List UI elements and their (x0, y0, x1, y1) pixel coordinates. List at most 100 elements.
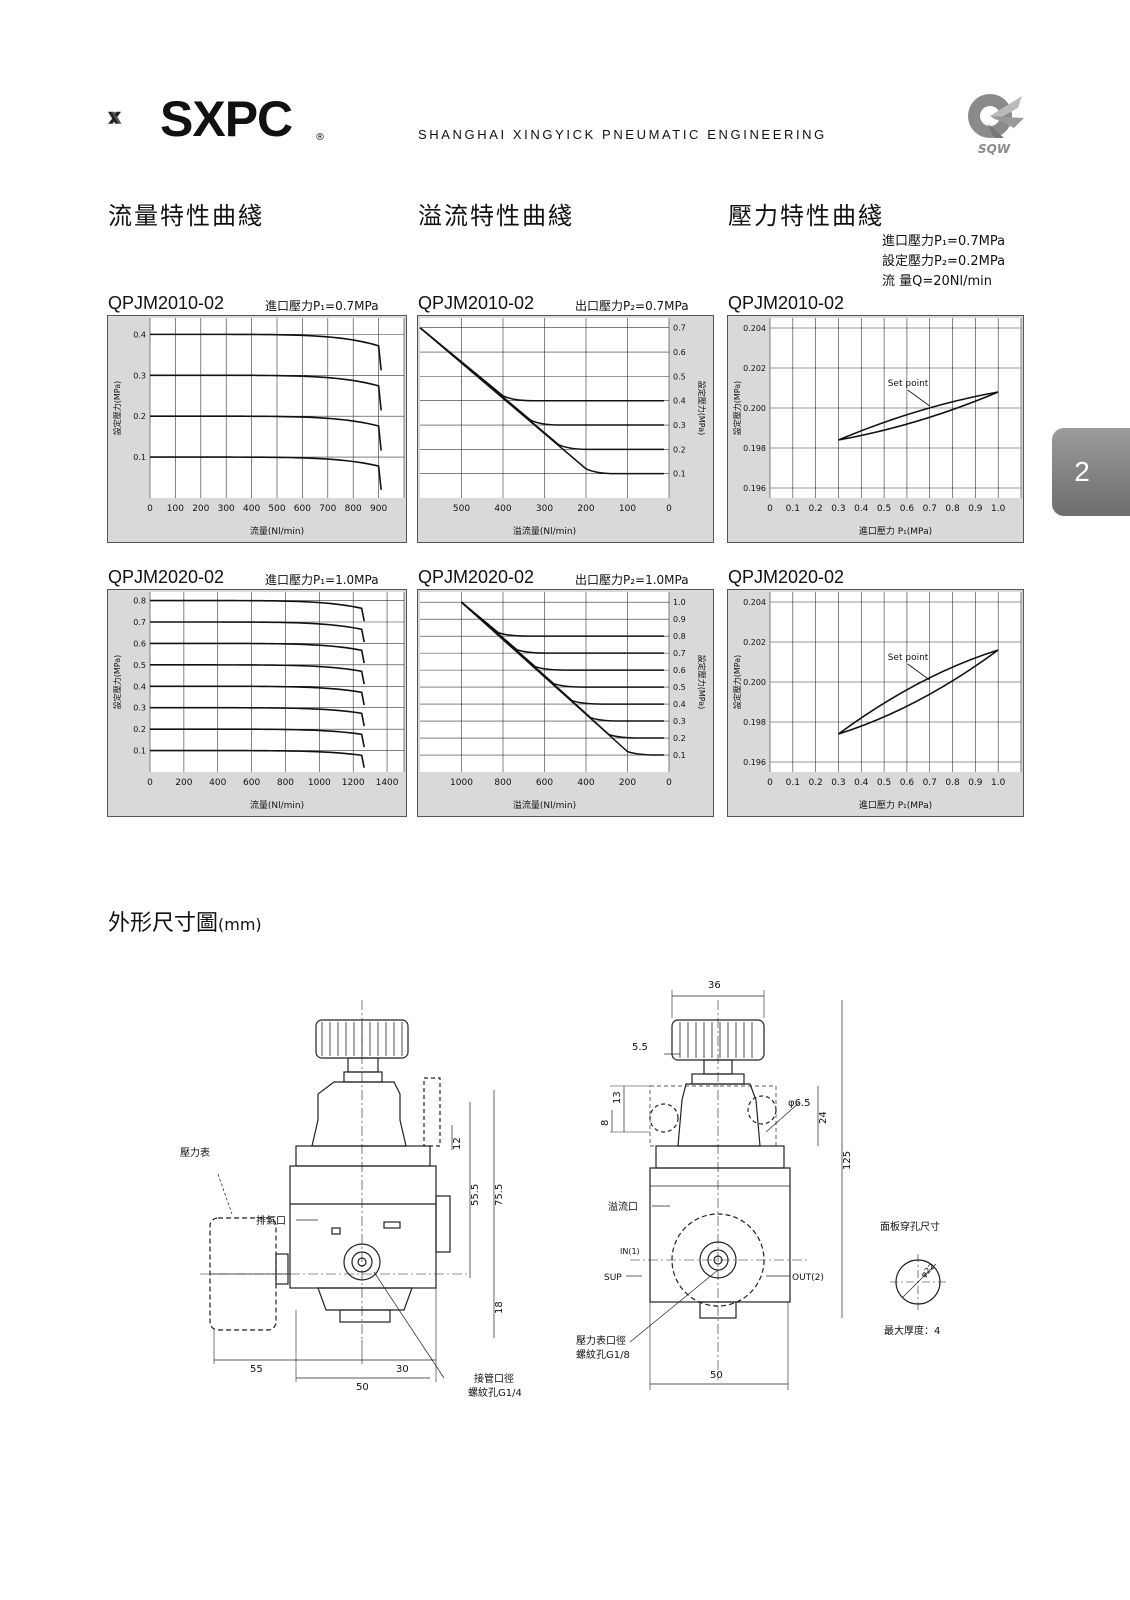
c4-flow-curve (150, 749, 365, 768)
c2-xtick-label: 500 (453, 504, 470, 514)
max-thickness-label: 最大厚度：4 (884, 1324, 940, 1337)
c1-xtick-label: 0 (147, 504, 153, 514)
c4-flow-curve (150, 642, 365, 664)
c5-ylabel: 設定壓力(MPa) (697, 655, 707, 710)
c3-xtick-label: 0.4 (854, 504, 869, 514)
c6-hysteresis-loop (837, 649, 999, 735)
c3-xtick-label: 0.3 (831, 504, 845, 514)
c4-flow-curve (150, 728, 365, 748)
c3-xlabel: 進口壓力 P₁(MPa) (859, 525, 932, 537)
c5-ytick-label: 0.1 (673, 751, 686, 760)
panel-hole-diameter: φ22 (919, 1262, 936, 1279)
c4-xlabel: 流量(Nl/min) (250, 799, 304, 811)
c1-ytick-label: 0.1 (133, 453, 146, 462)
c6-xtick-label: 0.3 (831, 778, 845, 788)
dim-36: 36 (708, 980, 721, 991)
dimension-title: 外形尺寸圖(mm) (108, 905, 262, 937)
c4-xtick-label: 1400 (376, 778, 399, 788)
c5-xlabel: 溢流量(Nl/min) (513, 799, 576, 811)
pressure-characteristic-title: 壓力特性曲綫 (728, 202, 884, 230)
c3-hysteresis-loop (838, 391, 999, 441)
c1-flow-curve (150, 374, 382, 411)
c2-xtick-label: 400 (494, 504, 511, 514)
c5-ytick-label: 1.0 (673, 598, 686, 607)
chart4-condition: 進口壓力P₁=1.0MPa (265, 573, 379, 587)
c3-xtick-label: 0.2 (808, 504, 822, 514)
c3-ylabel: 設定壓力(MPa) (732, 381, 742, 436)
c6-xtick-label: 0.9 (968, 778, 983, 788)
c4-flow-curve (150, 685, 365, 706)
c1-ytick-label: 0.3 (133, 371, 146, 380)
sqw-logo-text: SQW (978, 142, 1011, 156)
c5-ytick-label: 0.4 (673, 700, 686, 709)
c4-ytick-label: 0.8 (133, 597, 146, 606)
c3-setpoint-leader (907, 389, 930, 407)
dim-5-5: 5.5 (632, 1042, 648, 1053)
chart2-model: QPJM2010-02 (418, 293, 535, 313)
chart1-model: QPJM2010-02 (108, 293, 225, 313)
c3-setpoint-label: Set point (888, 379, 929, 389)
c6-xtick-label: 0.7 (923, 778, 937, 788)
c3-xtick-label: 0 (767, 504, 773, 514)
c4-flow-curve (150, 664, 365, 685)
c5-relief-curve (460, 601, 665, 756)
dim-50-right: 50 (710, 1370, 723, 1381)
company-name: SHANGHAI XINGYICK PNEUMATIC ENGINEERING (418, 127, 827, 142)
c5-xtick-label: 200 (619, 778, 636, 788)
c5-ytick-label: 0.9 (673, 615, 686, 624)
c3-ytick-label: 0.204 (743, 324, 766, 333)
in-port-label: IN(1) (620, 1247, 640, 1256)
c2-ytick-label: 0.5 (673, 372, 686, 381)
c3-xtick-label: 0.5 (877, 504, 891, 514)
c4-flow-curve (150, 621, 365, 643)
c6-ylabel: 設定壓力(MPa) (732, 655, 742, 710)
chart6-model: QPJM2020-02 (728, 567, 845, 587)
c1-flow-curve (150, 456, 382, 490)
c4-ytick-label: 0.1 (133, 747, 146, 756)
dim-18: 18 (494, 1301, 505, 1314)
c6-xtick-label: 0.2 (808, 778, 822, 788)
c1-ytick-label: 0.4 (133, 330, 146, 339)
overflow-port-label: 溢流口 (608, 1200, 638, 1213)
c1-ylabel: 設定壓力(MPa) (112, 381, 122, 436)
c4-ytick-label: 0.7 (133, 618, 146, 627)
side-view (610, 990, 843, 1390)
c2-ytick-label: 0.4 (673, 397, 686, 406)
pipe-thread-label: 螺紋孔G1/4 (468, 1386, 522, 1399)
c4-xtick-label: 1200 (342, 778, 365, 788)
c1-ytick-label: 0.2 (133, 412, 146, 421)
c4-plot-area (150, 592, 404, 772)
c4-xtick-label: 200 (175, 778, 192, 788)
c6-xtick-label: 0 (767, 778, 773, 788)
c2-ytick-label: 0.1 (673, 470, 686, 479)
dim-50-left: 50 (356, 1382, 369, 1393)
c2-ytick-label: 0.7 (673, 324, 686, 333)
registered-mark: ® (315, 132, 325, 143)
dim-55: 55 (250, 1364, 263, 1375)
c2-xlabel: 溢流量(Nl/min) (513, 525, 576, 537)
c1-xtick-label: 900 (370, 504, 387, 514)
dim-phi-6-5: φ6.5 (788, 1098, 811, 1109)
c5-xtick-label: 0 (666, 778, 672, 788)
dimension-unit: (mm) (218, 915, 262, 934)
c5-xtick-label: 600 (536, 778, 553, 788)
dim-30: 30 (396, 1364, 409, 1375)
c6-xtick-label: 1.0 (991, 778, 1006, 788)
chart2-condition: 出口壓力P₂=0.7MPa (575, 299, 689, 313)
c6-xtick-label: 0.4 (854, 778, 869, 788)
c4-xtick-label: 400 (209, 778, 226, 788)
page-number-tab: 2 (1052, 428, 1130, 516)
dim-55-5: 55.5 (470, 1184, 481, 1206)
c6-setpoint-leader (907, 663, 930, 681)
c5-xtick-label: 400 (577, 778, 594, 788)
panel-hole-view (890, 1254, 946, 1310)
c6-setpoint-label: Set point (888, 653, 929, 663)
param-set: 設定壓力P₂=0.2MPa (882, 254, 1006, 269)
c1-xtick-label: 100 (167, 504, 184, 514)
